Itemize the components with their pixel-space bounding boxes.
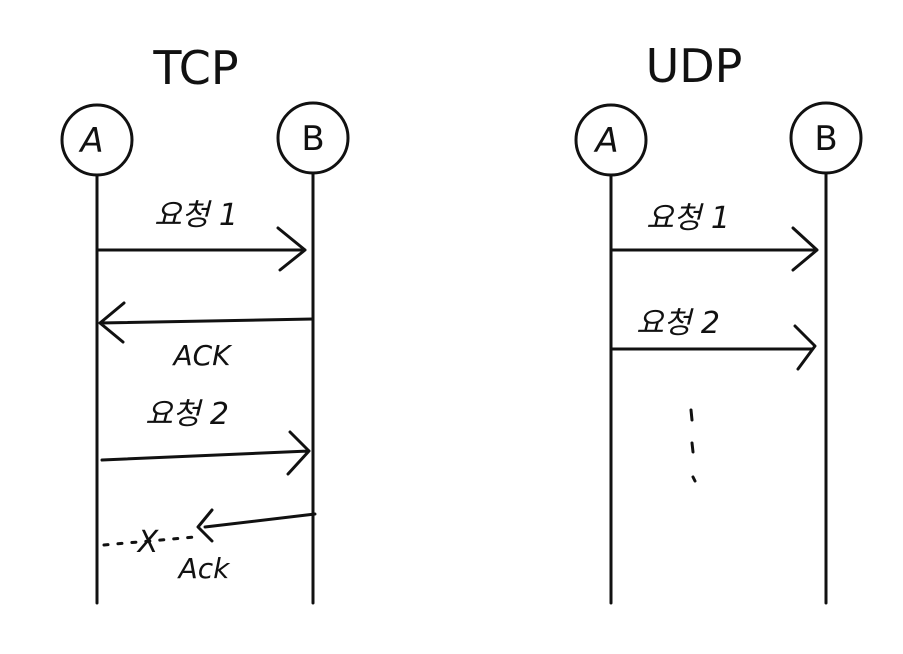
tcp-msg-4-arrow [196, 508, 317, 543]
tcp-node-b-label: B [301, 119, 324, 159]
tcp-node-a-label: A [78, 121, 103, 161]
udp-dot-2 [690, 441, 695, 454]
tcp-msg-2-arrow [98, 301, 315, 344]
udp-continuation-dots [689, 408, 697, 483]
tcp-msg-3-label: 요청 2 [145, 397, 229, 432]
tcp-msg-4-lost-trail [102, 535, 197, 547]
udp-msg-2-label: 요청 2 [636, 306, 720, 341]
udp-msg-1-label: 요청 1 [646, 201, 730, 236]
udp-dot-1 [689, 408, 694, 422]
udp-title: UDP [646, 39, 743, 93]
udp-diagram: UDP A B 요청 1 요청 2 [574, 39, 863, 605]
udp-node-b-label: B [814, 119, 837, 159]
tcp-msg-4-lost-mark: X [136, 525, 160, 560]
udp-dot-3 [691, 475, 697, 483]
tcp-title: TCP [152, 41, 238, 95]
udp-msg-2-arrow [609, 324, 817, 371]
tcp-msg-1-arrow [95, 226, 307, 272]
tcp-msg-3-arrow [100, 430, 311, 476]
tcp-diagram: TCP A B 요청 1 ACK 요청 2 X Ack [60, 41, 350, 605]
tcp-msg-1-label: 요청 1 [154, 198, 238, 233]
tcp-msg-2-label: ACK [171, 339, 233, 372]
tcp-msg-4-label: Ack [177, 552, 232, 585]
udp-node-a-label: A [593, 121, 618, 161]
udp-msg-1-arrow [609, 226, 819, 272]
